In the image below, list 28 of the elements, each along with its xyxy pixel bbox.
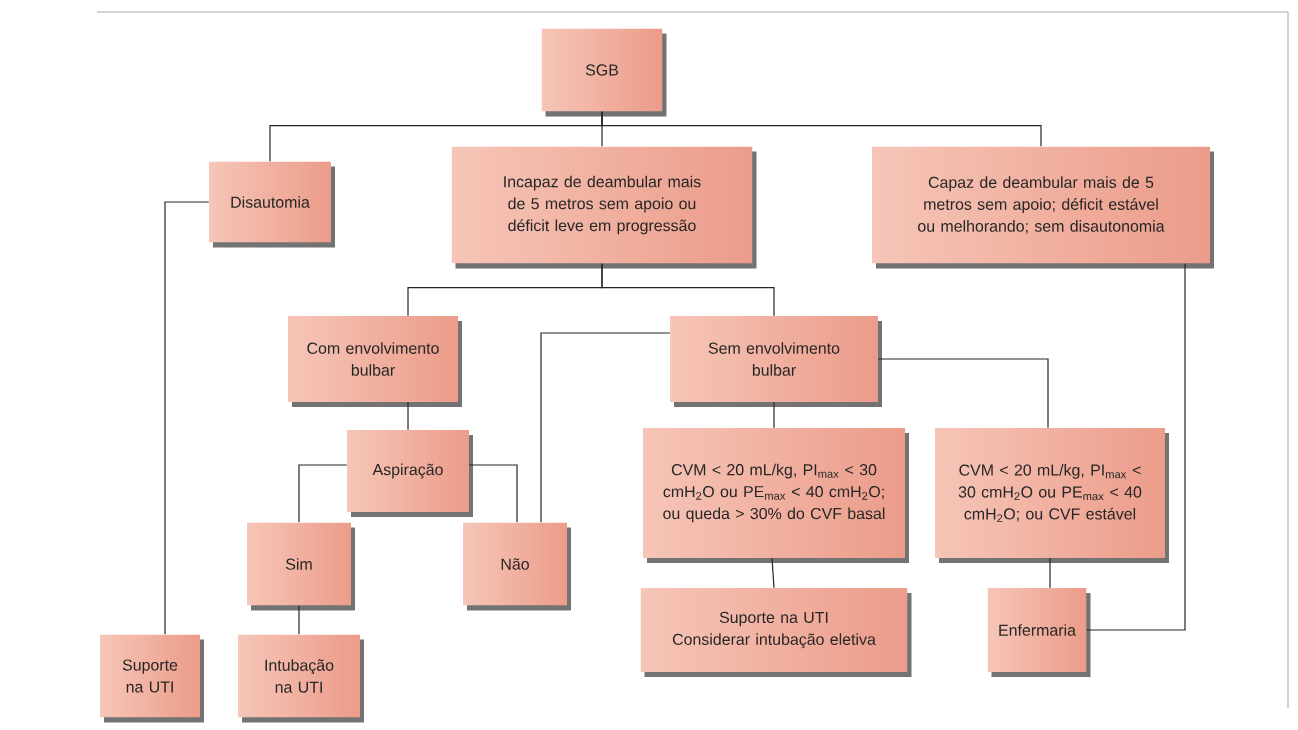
connector-line [1086,263,1186,631]
process-box: CVM < 20 mL/kg, PI$_{max}$ < 30 cmH$_{2}$O ou PE$_{max}$ < 40 cmH$_{2}$O; ou CVF estável [935,428,1169,563]
process-box: Com envolvimento bulbar [288,316,462,407]
process-box: Intubação na UTI [238,634,364,723]
process-box: Incapaz de deambular mais de 5 metros sem apoio ou déficit leve em progressão [451,146,757,269]
connector-line [877,358,1049,429]
process-box: Sim [247,522,355,611]
process-box: CVM < 20 mL/kg, PI$_{max}$ < 30 cmH$_{2}$O ou PE$_{max}$ < 40 cmH$_{2}$O; ou queda > 30% do CVF basal [643,428,909,563]
connector-line [164,201,210,635]
connector-line [298,464,348,523]
connector-line [540,332,671,523]
connector-line [407,401,409,431]
connector-line [601,263,775,317]
connector-line [1049,557,1051,589]
connector-line [771,557,775,589]
connector-line [601,111,1042,147]
process-box: Enfermaria [987,588,1091,677]
process-box: Sem envolvimento bulbar [670,316,882,407]
process-box: Suporte na UTI [100,634,204,723]
process-box: Capaz de deambular mais de 5 metros sem apoio; déficit estável ou melhorando; sem disautonomia [872,146,1214,269]
process-box: Suporte na UTI Considerar intubação eletiva [640,588,912,677]
process-box: Aspiração [347,430,473,517]
connector-line [468,464,518,523]
connector-line [298,605,300,635]
process-box: Disautomia [209,161,335,248]
connector-line [773,401,775,429]
process-box: SGB [541,28,667,117]
process-box: Não [463,522,571,611]
